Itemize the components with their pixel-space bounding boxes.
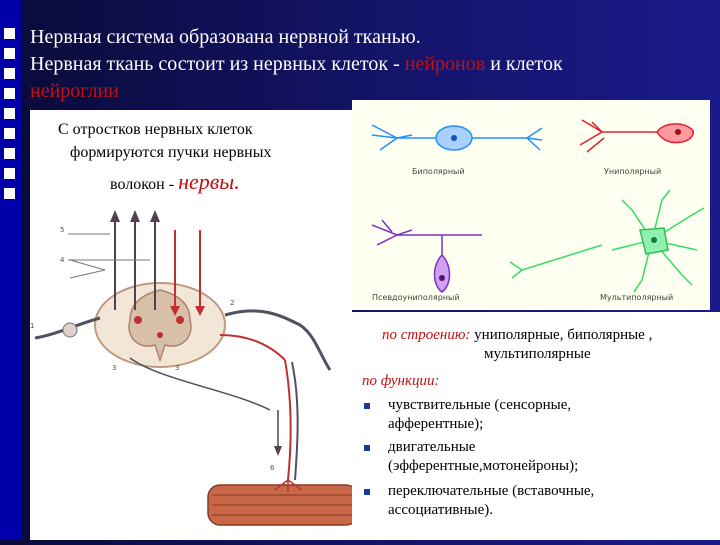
function-item-line: (эфферентные,мотонейроны); [388, 458, 579, 474]
function-item-line: чувствительные (сенсорные, [388, 397, 572, 413]
diagram-label: 1 [30, 322, 34, 330]
decor-square [4, 48, 15, 59]
diagram-label: 4 [60, 256, 65, 264]
term-neurons: нейронов [404, 53, 486, 75]
arrow-down-icon [195, 306, 205, 316]
spinal-cord-diagram: 5 4 1 2 3 3 6 [30, 210, 359, 526]
bullet-icon [364, 403, 370, 409]
nucleus [675, 129, 681, 135]
axon-terminal [509, 261, 523, 279]
spinal-ganglion [62, 322, 78, 338]
term-nerves: нервы. [178, 169, 240, 194]
decor-square [4, 68, 15, 79]
nucleus [451, 135, 457, 141]
arrow-down-icon [274, 446, 282, 456]
heading-text: и клеток [485, 53, 563, 75]
label-multipolar: Мультиполярный [600, 293, 673, 302]
by-function-label: по функции: [362, 373, 440, 389]
bullet-icon [364, 445, 370, 451]
caption-text: волокон - [110, 176, 179, 193]
motor-nerve [284, 359, 292, 481]
decor-square [4, 28, 15, 39]
decor-square [4, 188, 15, 199]
sensory-nerve [291, 361, 299, 481]
left-decor-strip [0, 0, 22, 540]
arrow-up-icon [150, 210, 160, 222]
heading-line-2: Нервная ткань состоит из нервных клеток … [30, 51, 710, 78]
neuron-body [176, 316, 184, 324]
nerve-fiber [224, 309, 332, 371]
neuron-types-figure: Биполярный Униполярный Псевдоуниполярный… [352, 100, 710, 310]
diagram-label: 2 [230, 299, 234, 307]
unipolar-neuron [656, 123, 694, 144]
neuron-body [134, 316, 142, 324]
diagram-label: 3 [175, 364, 179, 372]
spinal-cord-panel: 5 4 1 2 3 3 6 [30, 110, 359, 540]
label-bipolar: Биполярный [412, 167, 465, 176]
by-structure-row: по строению: униполярные, биполярные , [382, 326, 652, 345]
label-pseudounipolar: Псевдоуниполярный [372, 293, 460, 302]
arrow-up-icon [130, 210, 140, 222]
nucleus [439, 275, 445, 281]
decor-square [4, 88, 15, 99]
dendrites [611, 189, 705, 293]
function-item-line: ассоциативные). [388, 502, 493, 518]
dendrites [371, 219, 413, 246]
decor-square [4, 148, 15, 159]
arrow-down-icon [170, 306, 180, 316]
axon [521, 244, 603, 271]
arrow-up-icon [110, 210, 120, 222]
term-neuroglia: нейроглии [30, 80, 119, 102]
axon-terminal [526, 127, 543, 151]
label-unipolar: Униполярный [604, 167, 661, 176]
decor-square [4, 128, 15, 139]
diagram-label: 3 [112, 364, 116, 372]
by-structure-text-cont: мультиполярные [484, 346, 591, 362]
heading-text: Нервная ткань состоит из нервных клеток … [30, 53, 405, 75]
classification-list: по строению: униполярные, биполярные , м… [352, 312, 720, 540]
nerves-caption: С отростков нервных клеток формируются п… [58, 118, 338, 196]
function-item: двигательные (эфферентные,мотонейроны); [388, 438, 578, 476]
dendrites [579, 119, 605, 153]
caption-line: формируются пучки нервных [70, 144, 272, 161]
diagram-label: 5 [60, 226, 64, 234]
function-item: переключательные (вставочные, ассоциатив… [388, 482, 594, 520]
decor-square [4, 108, 15, 119]
nerve-ending [274, 479, 303, 492]
function-item-line: двигательные [388, 439, 476, 455]
diagram-label: 6 [270, 464, 275, 472]
function-item-line: переключательные (вставочные, [388, 483, 595, 499]
neuron-types-illustration: Биполярный Униполярный Псевдоуниполярный… [371, 119, 705, 302]
by-structure-label: по строению: [382, 327, 471, 343]
pointer-line [69, 259, 106, 279]
nerve-fiber [129, 357, 271, 411]
heading-line-1: Нервная система образована нервной ткань… [30, 26, 421, 48]
bullet-icon [364, 489, 370, 495]
slide-heading: Нервная система образована нервной ткань… [30, 24, 710, 105]
neuron-body [157, 332, 163, 338]
by-structure-text: униполярные, биполярные , [474, 327, 653, 343]
nerve-fiber [219, 334, 286, 361]
pseudounipolar-neuron [433, 253, 451, 293]
function-item-line: афферентные); [388, 416, 484, 432]
function-item: чувствительные (сенсорные, афферентные); [388, 396, 571, 434]
caption-line: волокон - нервы. [58, 170, 338, 196]
decor-square [4, 168, 15, 179]
nucleus [651, 237, 657, 243]
caption-line: С отростков нервных клеток [58, 121, 253, 138]
